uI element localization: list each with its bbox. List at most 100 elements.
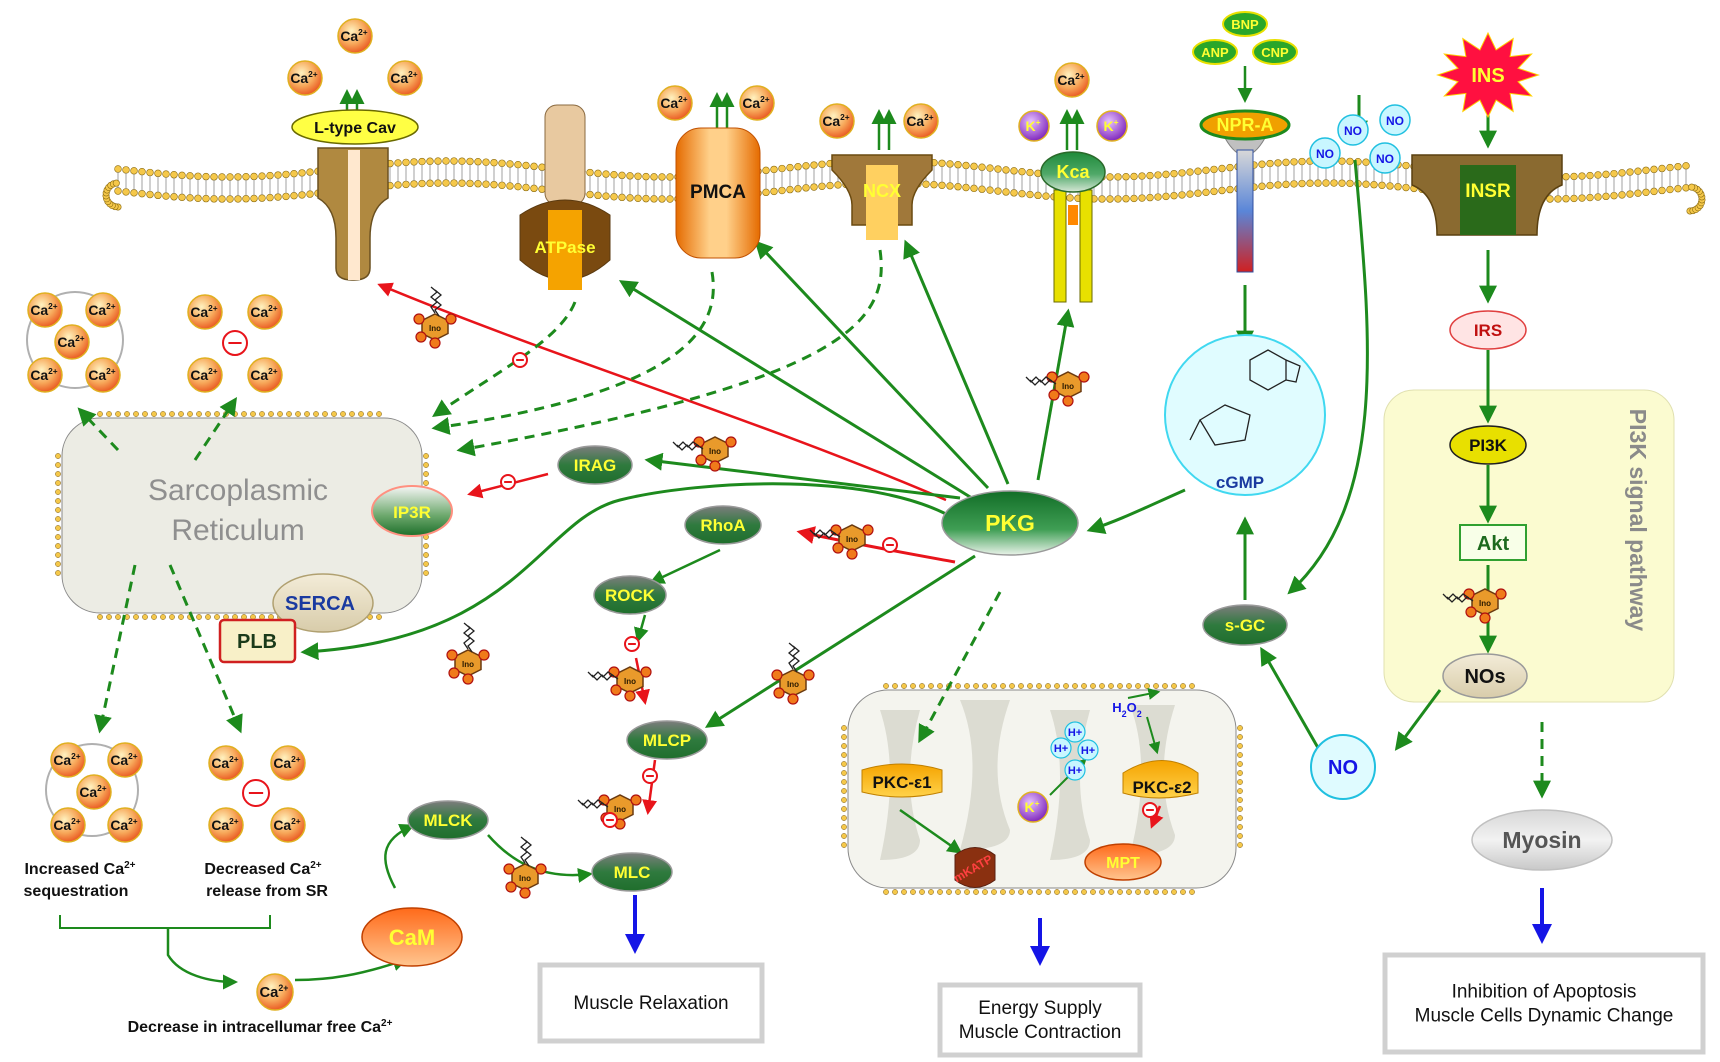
membrane-lipid-head xyxy=(1290,158,1298,166)
membrane-lipid-head xyxy=(242,173,250,181)
mito-lipid-head xyxy=(841,797,847,803)
cgmp-purine xyxy=(1249,349,1301,391)
potassium-ion-label: K+ xyxy=(1103,117,1118,134)
membrane-lipid-head xyxy=(1026,190,1034,199)
calcium-ion-icon: Ca2+ xyxy=(76,774,112,810)
phosphate-dot xyxy=(1479,612,1491,624)
mito-lipid-head xyxy=(1009,683,1015,689)
mito-lipid-head xyxy=(1054,889,1060,895)
membrane-lipid-head xyxy=(1274,181,1282,189)
membrane-lipid-head xyxy=(1202,166,1210,175)
membrane-lipid-head xyxy=(1402,183,1410,192)
nos-node-shape xyxy=(1442,653,1528,699)
kca-cap xyxy=(1040,151,1106,193)
mito-lipid-head xyxy=(1081,683,1087,689)
membrane-lipid-head xyxy=(226,195,234,203)
sr-title: Reticulum xyxy=(171,514,304,547)
sr-lipid-head xyxy=(178,411,184,417)
membrane-lipid-head xyxy=(1666,163,1674,172)
mito-lipid-head xyxy=(901,889,907,895)
natriuretic-peptide: CNP xyxy=(1252,39,1298,65)
inositol-ring-label: Ino xyxy=(846,535,858,544)
membrane-lipid-head xyxy=(146,168,154,177)
membrane-lipid-head xyxy=(1626,168,1634,176)
mpt-node: MPT xyxy=(1084,843,1162,881)
mito-lipid-head xyxy=(1090,889,1096,895)
phosphate-dot xyxy=(832,542,844,554)
peptide-shape xyxy=(1222,11,1268,37)
sr-lipid-head xyxy=(178,614,184,620)
lipid-tail xyxy=(433,289,443,317)
cgmp-molecule: cGMP xyxy=(1164,334,1326,496)
membrane-lipid-head xyxy=(970,162,978,171)
calcium-ion-icon: Ca2+ xyxy=(337,18,373,54)
membrane-lipid-head xyxy=(770,165,778,174)
l-type-channel: L-type Cav xyxy=(291,109,419,281)
membrane-lipid-head xyxy=(666,173,674,181)
calcium-ion-circle xyxy=(54,324,90,360)
calcium-ion-circle xyxy=(387,60,423,96)
mito-lipid-head xyxy=(1135,889,1141,895)
mito-lipid-head xyxy=(937,889,943,895)
calcium-ion-circle xyxy=(27,357,63,393)
calcium-ion-icon: Ca2+ xyxy=(187,294,223,330)
outcome-energy-text: Energy Supply xyxy=(978,998,1102,1019)
mlcp-node: MLCP xyxy=(626,720,708,760)
membrane-lipid-head xyxy=(634,194,642,202)
mito-lipid-head xyxy=(1045,889,1051,895)
sgc-node-shape xyxy=(1202,604,1288,646)
membrane-lipid-head xyxy=(1330,179,1338,187)
outcome-relaxation-frame xyxy=(537,962,765,1044)
membrane-lipid-head xyxy=(1402,161,1410,170)
cam-node-label: CaM xyxy=(389,925,435,950)
potassium-ion-circle xyxy=(1017,791,1049,823)
membrane-lipid-head xyxy=(522,183,530,192)
potassium-ion-label: K+ xyxy=(1024,798,1039,815)
mito-lipid-head xyxy=(841,806,847,812)
inositol-phosphate-icon: Ino xyxy=(1442,588,1507,624)
phosphate-dot xyxy=(610,684,622,696)
membrane-lipid-head xyxy=(1298,157,1306,166)
mito-lipid-head xyxy=(973,683,979,689)
irag-node-label: IRAG xyxy=(574,456,617,475)
calcium-ion-label: Ca2+ xyxy=(53,751,80,768)
sr-lipid-head xyxy=(55,525,61,531)
sr-lipid-head xyxy=(55,498,61,504)
arrow-edge xyxy=(903,239,1010,485)
membrane-lipid-head xyxy=(122,188,130,196)
membrane-lipid-head xyxy=(1634,167,1642,175)
membrane-lipid-head xyxy=(1138,194,1146,202)
mito-lipid-head xyxy=(1237,743,1243,749)
membrane-lipid-head xyxy=(450,157,458,165)
sr-lipid-head xyxy=(423,561,429,567)
l-type-channel-pore xyxy=(348,150,360,280)
membrane-lipid-head xyxy=(434,179,442,187)
membrane-lipid-head xyxy=(618,171,626,180)
outcome-relaxation-text: Muscle Relaxation xyxy=(573,993,728,1014)
pkc-e1-shape xyxy=(861,763,943,798)
sr-lipid-head xyxy=(55,543,61,549)
membrane-lipid-head xyxy=(306,190,314,198)
mito-lipid-head xyxy=(1009,889,1015,895)
calcium-ion-label: Ca2+ xyxy=(30,366,57,383)
calcium-ion-circle xyxy=(85,357,121,393)
lipid-tail xyxy=(1442,593,1470,600)
mito-lipid-head xyxy=(1237,734,1243,740)
no-circle xyxy=(1369,142,1401,174)
calcium-ion-label: Ca2+ xyxy=(1057,71,1084,88)
membrane-lipid-head xyxy=(1162,170,1170,179)
inositol-ring-label: Ino xyxy=(1062,382,1074,391)
sr-lipid-head xyxy=(268,411,274,417)
phosphate-dot xyxy=(630,794,642,806)
inhibition-icon xyxy=(1142,802,1158,818)
sr-lipid-head xyxy=(423,570,429,576)
sr-lipid-head xyxy=(115,411,121,417)
phosphate-dot xyxy=(429,337,441,349)
membrane-lipid-head xyxy=(1218,186,1226,195)
membrane-lipid-head xyxy=(1018,190,1026,198)
membrane-lipid-head xyxy=(1338,179,1346,187)
calcium-ion-icon: Ca2+ xyxy=(208,745,244,781)
inhibition-icon xyxy=(882,537,898,553)
mito-lipid-head xyxy=(1117,889,1123,895)
calcium-ion-label: Ca2+ xyxy=(110,816,137,833)
